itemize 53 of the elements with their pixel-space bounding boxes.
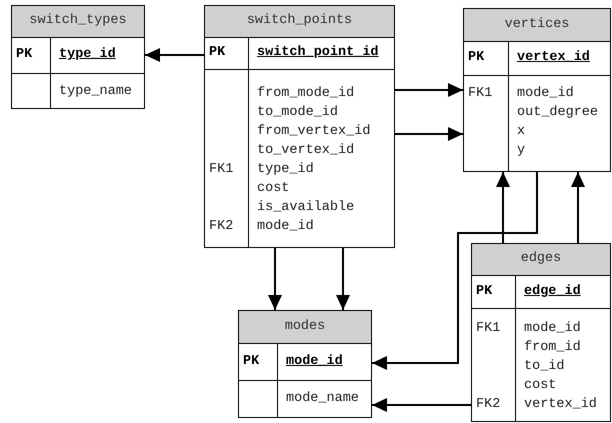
field-name: type_name [59, 84, 132, 99]
foreign-key-marker: FK1 [468, 86, 492, 101]
field-name: cost [524, 378, 556, 393]
field-name: from_id [524, 340, 581, 355]
field-name: mode_id [524, 321, 581, 336]
field-name: x [517, 124, 526, 139]
table-box [11, 5, 145, 109]
arrow [268, 248, 282, 310]
foreign-key-marker: FK1 [209, 162, 234, 177]
field-name: cost [257, 181, 290, 196]
field-name: y [517, 143, 526, 158]
primary-key-marker: PK [209, 44, 226, 62]
primary-key-field: type_id [59, 45, 116, 66]
field-name: from_mode_id [257, 86, 354, 101]
arrow [145, 48, 204, 62]
field-name: vertex_id [524, 397, 597, 412]
foreign-key-marker: FK2 [209, 219, 234, 234]
arrow [372, 398, 471, 412]
primary-key-marker: PK [16, 46, 32, 64]
primary-key-field: edge_id [524, 282, 581, 302]
primary-key-marker: PK [243, 352, 260, 371]
table-name: edges [520, 250, 562, 268]
field-name: to_id [524, 359, 565, 374]
primary-key-marker: PK [468, 49, 484, 68]
arrow [496, 172, 510, 243]
field-name: to_vertex_id [257, 143, 354, 158]
field-name: is_available [257, 200, 354, 215]
table-box [463, 8, 611, 172]
primary-key-marker: PK [476, 282, 492, 301]
field-name: to_mode_id [257, 105, 338, 120]
field-name: out_degree [517, 105, 598, 120]
table-box [238, 310, 372, 418]
foreign-key-marker: FK1 [476, 321, 500, 336]
arrow [395, 127, 463, 141]
arrow [372, 172, 538, 370]
arrow [571, 172, 585, 243]
primary-key-field: switch_point_id [257, 43, 379, 64]
foreign-key-marker: FK2 [476, 397, 500, 412]
table-name: vertices [504, 16, 570, 34]
field-name: mode_id [257, 219, 314, 234]
table-name: switch_points [246, 12, 352, 30]
arrow [336, 248, 350, 310]
field-name: type_id [257, 162, 314, 177]
primary-key-field: vertex_id [517, 48, 590, 69]
table-box [471, 243, 611, 422]
primary-key-field: mode_id [286, 352, 343, 372]
arrow [395, 83, 463, 97]
field-name: mode_name [286, 391, 359, 406]
table-name: switch_types [29, 12, 127, 30]
table-name: modes [284, 318, 326, 336]
table-box [204, 5, 395, 248]
field-name: mode_id [517, 86, 574, 101]
field-name: from_vertex_id [257, 124, 370, 139]
